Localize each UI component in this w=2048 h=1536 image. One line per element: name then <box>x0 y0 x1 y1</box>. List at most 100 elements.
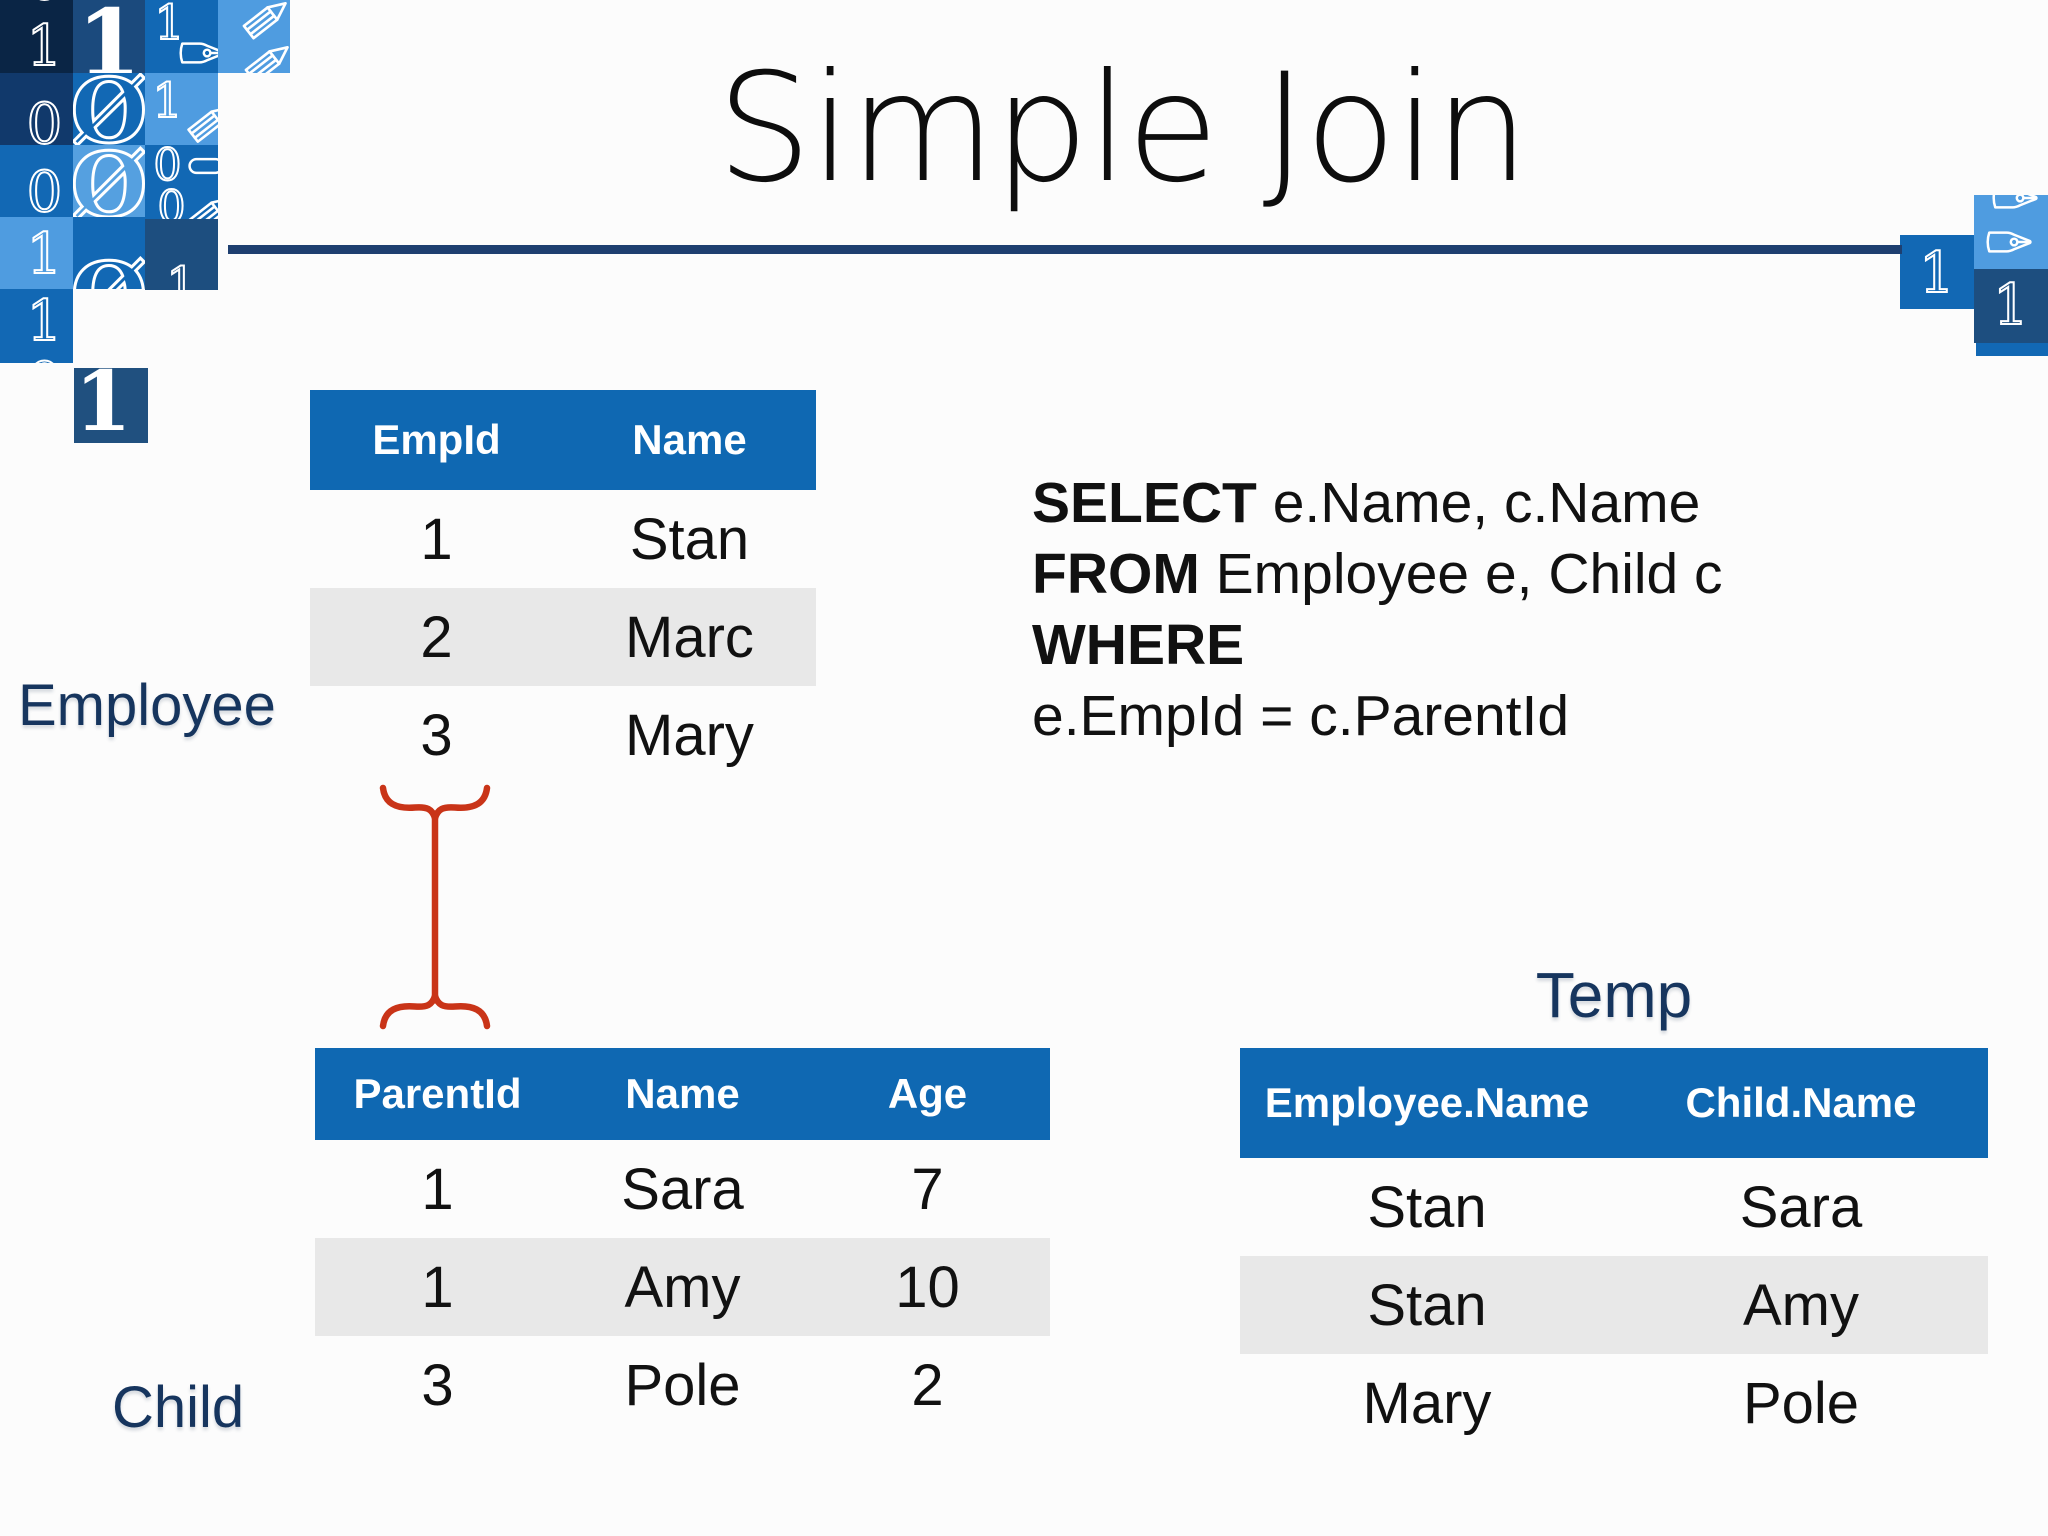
binary-digit-glyph: 1 <box>1918 241 1956 306</box>
temp-header-child-name: Child.Name <box>1685 1079 1917 1126</box>
binary-digit-glyph: 1 <box>74 368 132 443</box>
pencil-icon <box>185 188 218 219</box>
employee-table: EmpId Name 1 Stan 2 Marc 3 Mary <box>310 390 816 784</box>
mosaic-cell <box>1974 195 2048 269</box>
table-cell: Mary <box>625 702 754 768</box>
temp-table-label: Temp <box>1535 959 1693 1031</box>
temp-header-employee-name: Employee.Name <box>1264 1079 1590 1126</box>
sql-line: WHERE <box>1032 613 1245 677</box>
mosaic-cell: 1 <box>0 0 73 73</box>
title-rule <box>228 245 1902 254</box>
mosaic-cell: 1 <box>0 289 73 363</box>
binary-digit-glyph: 0 <box>153 145 183 191</box>
child-table: ParentId Name Age 1 Sara 7 1 Amy 10 3 Po… <box>315 1048 1050 1434</box>
temp-table-header-row: Employee.Name Child.Name <box>1240 1048 1988 1158</box>
table-cell: Sara <box>1739 1174 1863 1240</box>
table-row: 2 Marc <box>310 588 816 686</box>
table-cell: Stan <box>1367 1174 1487 1240</box>
table-row: 1 Sara 7 <box>315 1140 1050 1238</box>
pen-nib-icon <box>178 38 218 67</box>
pencil-icon <box>241 0 290 41</box>
table-row: 3 Mary <box>310 686 816 784</box>
table-cell: Sara <box>621 1156 744 1222</box>
sql-query: SELECT e.Name, c.Name FROM Employee e, C… <box>1032 468 1723 752</box>
employee-header-name: Name <box>632 416 747 463</box>
mosaic-cell: 0 <box>0 289 73 364</box>
table-cell: 3 <box>420 702 453 768</box>
pencil-icon <box>185 97 218 145</box>
table-cell: 2 <box>420 604 453 670</box>
table-row: 1 Stan <box>310 490 816 588</box>
table-row: 1 Amy 10 <box>315 1238 1050 1336</box>
mosaic-cell: 0 <box>0 145 73 217</box>
mosaic-cell: 1 <box>1900 235 1974 309</box>
binary-digit-glyph: 1 <box>1992 273 2030 338</box>
mosaic-cell: 1 <box>145 219 218 290</box>
table-cell: Mary <box>1362 1370 1492 1436</box>
temp-table: Employee.Name Child.Name Stan Sara Stan … <box>1240 1048 1988 1452</box>
employee-header-empid: EmpId <box>372 416 501 463</box>
binary-digit-glyph: Ø <box>73 250 145 290</box>
binary-digit-glyph: 1 <box>76 0 142 73</box>
pen-nib-icon <box>1986 228 2036 257</box>
table-cell: 1 <box>421 1156 454 1222</box>
mosaic-cell: 0 <box>0 73 73 145</box>
pen-nib-icon <box>1992 195 2042 213</box>
capsule-icon <box>187 157 218 175</box>
table-row: Stan Sara <box>1240 1158 1988 1256</box>
binary-digit-glyph: 0 <box>26 355 64 364</box>
binary-digit-glyph: Ø <box>73 73 145 145</box>
binary-digit-glyph: 1 <box>26 13 64 73</box>
child-header-parentid: ParentId <box>353 1070 522 1117</box>
mosaic-cell: 1 <box>73 0 145 73</box>
binary-digit-glyph: 0 <box>26 92 64 146</box>
mosaic-cell: 1 <box>74 368 148 443</box>
sql-line: SELECT e.Name, c.Name <box>1032 471 1701 535</box>
table-cell: 7 <box>911 1156 944 1222</box>
binary-digit-glyph: 1 <box>151 73 184 129</box>
table-cell: 3 <box>421 1352 454 1418</box>
binary-digit-glyph: 1 <box>165 256 198 291</box>
child-header-age: Age <box>887 1070 968 1117</box>
table-cell: 1 <box>421 1254 454 1320</box>
sql-line: FROM Employee e, Child c <box>1032 542 1723 606</box>
pencil-icon <box>243 36 290 73</box>
table-cell: 10 <box>895 1254 960 1320</box>
child-table-label: Child <box>112 1375 245 1440</box>
mosaic-cell <box>218 0 290 73</box>
table-cell: 2 <box>911 1352 944 1418</box>
child-header-name: Name <box>625 1070 740 1117</box>
mosaic-cell: 1 <box>145 73 218 145</box>
binary-digit-glyph: Ø <box>73 145 145 217</box>
table-cell: Amy <box>1743 1272 1859 1338</box>
binary-digit-glyph: 1 <box>26 222 64 287</box>
employee-table-header-row: EmpId Name <box>310 390 816 490</box>
child-table-header-row: ParentId Name Age <box>315 1048 1050 1140</box>
mosaic-cell: 1 <box>0 217 73 289</box>
table-cell: Stan <box>629 506 750 572</box>
table-cell: 1 <box>420 506 453 572</box>
table-row: Stan Amy <box>1240 1256 1988 1354</box>
table-cell: Marc <box>625 604 754 670</box>
binary-digit-glyph: 1 <box>153 0 186 51</box>
table-cell: Pole <box>1742 1370 1860 1436</box>
table-row: 3 Pole 2 <box>315 1336 1050 1434</box>
mosaic-cell: 1 <box>1974 269 2048 343</box>
mosaic-cell: 1 <box>145 0 218 73</box>
page-title: Simple Join <box>716 42 1530 216</box>
mosaic-cell: 0 <box>145 145 218 219</box>
mosaic-cell: Ø <box>73 73 145 145</box>
join-connector <box>379 784 491 1030</box>
mosaic-cell <box>1976 343 2048 356</box>
mosaic-cell: Ø <box>73 145 145 217</box>
binary-digit-glyph: 0 <box>26 0 64 9</box>
table-cell: Pole <box>624 1352 741 1418</box>
table-cell: Amy <box>624 1254 741 1320</box>
mosaic-cell: 0 <box>0 0 73 73</box>
sql-line: e.EmpId = c.ParentId <box>1032 684 1570 748</box>
mosaic-cell: Ø <box>73 217 145 289</box>
table-cell: Stan <box>1367 1272 1487 1338</box>
employee-table-label: Employee <box>18 673 276 738</box>
binary-digit-glyph: 0 <box>26 160 64 218</box>
binary-digit-glyph: 0 <box>157 182 187 220</box>
